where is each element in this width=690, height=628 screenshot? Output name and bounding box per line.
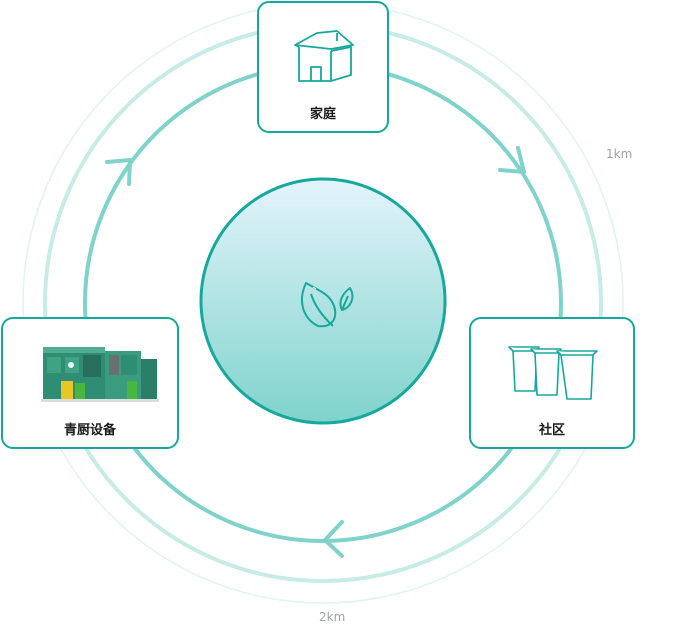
kitchen-equipment-icon <box>41 347 159 402</box>
center-circle <box>199 177 447 425</box>
house-icon <box>294 30 354 82</box>
kitchen-equipment-label: 青厨设备 <box>63 423 116 438</box>
distance-label-outer: 2km <box>319 610 346 624</box>
distance-label-inner: 1km <box>606 147 633 161</box>
community-card[interactable]: 社区 <box>469 317 635 449</box>
arrow-left-icon <box>105 158 132 186</box>
kitchen-equipment-card[interactable]: 青厨设备 <box>1 317 179 449</box>
home-label: 家庭 <box>309 107 336 122</box>
trash-bins-icon <box>508 346 598 400</box>
leaves-icon <box>301 282 354 328</box>
community-label: 社区 <box>538 423 565 438</box>
home-card[interactable]: 家庭 <box>257 1 389 133</box>
arrow-right-icon <box>498 146 526 174</box>
arrow-bottom-icon <box>323 520 344 558</box>
